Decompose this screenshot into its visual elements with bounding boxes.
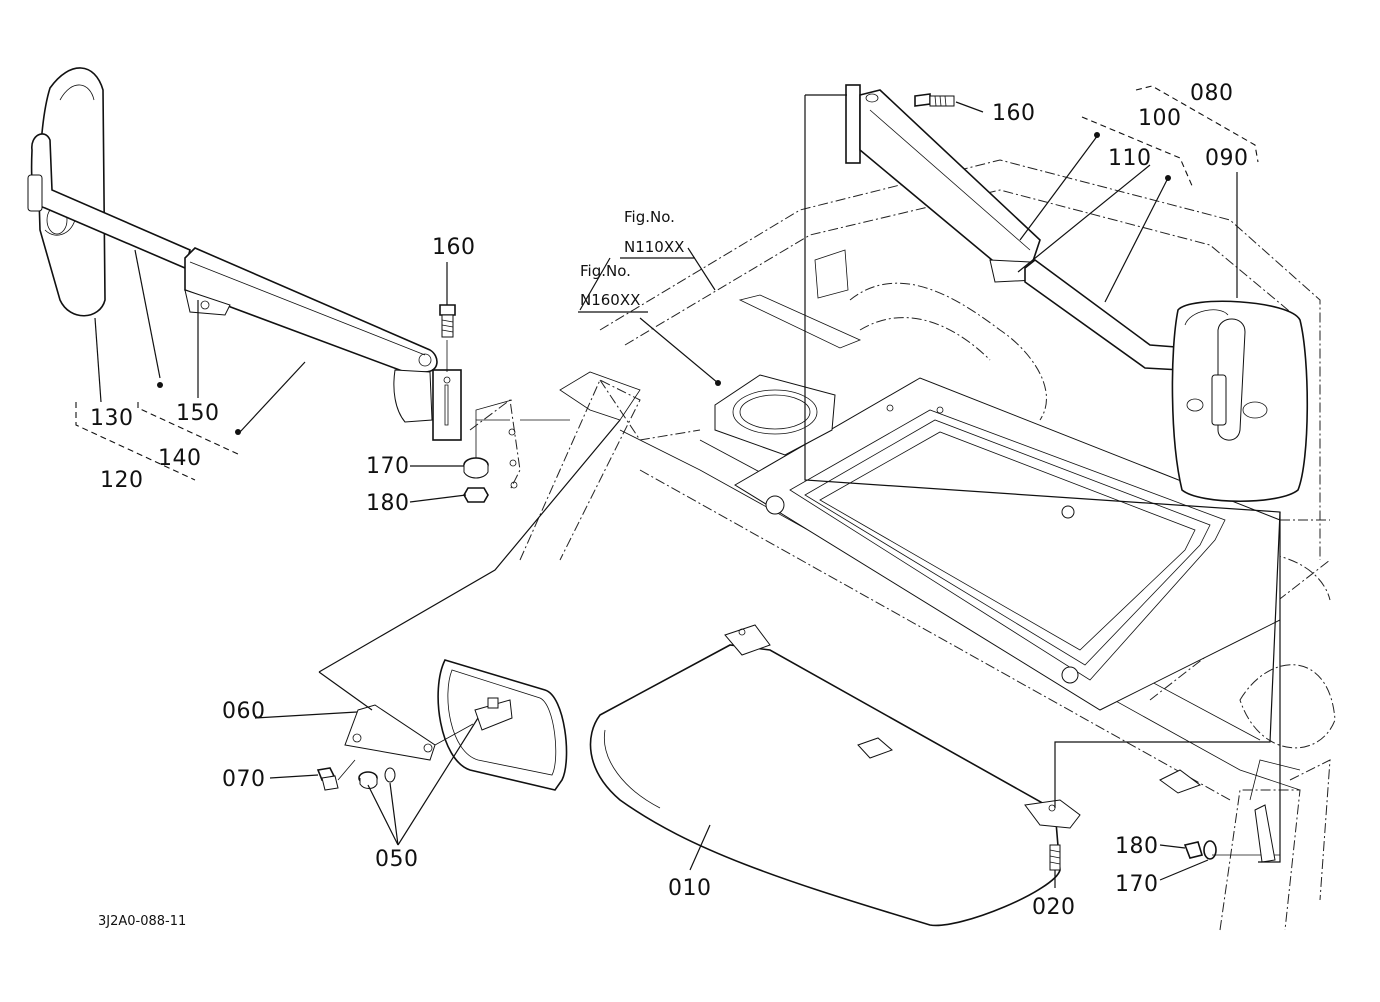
label-120: 120 — [100, 468, 144, 493]
part-labels: 060 070 050 010 020 180 170 130 150 140 … — [90, 81, 1249, 920]
label-150: 150 — [176, 401, 220, 426]
label-100: 100 — [1138, 106, 1182, 131]
label-170-left: 170 — [366, 454, 410, 479]
left-mirror-assembly — [27, 67, 521, 503]
inner-mirror — [437, 659, 568, 791]
left-mirror-bracket — [432, 369, 462, 441]
label-140: 140 — [158, 446, 202, 471]
label-020: 020 — [1032, 895, 1076, 920]
label-060: 060 — [222, 699, 266, 724]
drawing-code: 3J2A0-088-11 — [98, 914, 186, 929]
right-side-fasteners — [1183, 804, 1280, 863]
label-130: 130 — [90, 406, 134, 431]
inner-mirror-assembly — [316, 659, 568, 791]
label-050: 050 — [375, 847, 419, 872]
label-160-left: 160 — [432, 235, 476, 260]
leader-lines — [94, 101, 1238, 888]
figure-references: Fig.No. N110XX Fig.No. N160XX — [580, 208, 684, 309]
label-110: 110 — [1108, 146, 1152, 171]
label-180-left: 180 — [366, 491, 410, 516]
fig2-code: N160XX — [580, 291, 640, 309]
label-160-right: 160 — [992, 101, 1036, 126]
right-mirror-bracket — [845, 84, 861, 164]
label-090: 090 — [1205, 146, 1249, 171]
reference-lines — [318, 94, 1281, 863]
right-mirror-assembly — [845, 84, 1309, 503]
fig1-title: Fig.No. — [624, 208, 675, 226]
label-080: 080 — [1190, 81, 1234, 106]
fig1-code: N110XX — [624, 238, 684, 256]
fig2-title: Fig.No. — [580, 262, 631, 280]
bracket-groups — [75, 85, 1259, 481]
label-170-right: 170 — [1115, 872, 1159, 897]
label-010: 010 — [668, 876, 712, 901]
inner-mirror-bracket — [344, 704, 436, 761]
label-180-right: 180 — [1115, 834, 1159, 859]
label-070: 070 — [222, 767, 266, 792]
